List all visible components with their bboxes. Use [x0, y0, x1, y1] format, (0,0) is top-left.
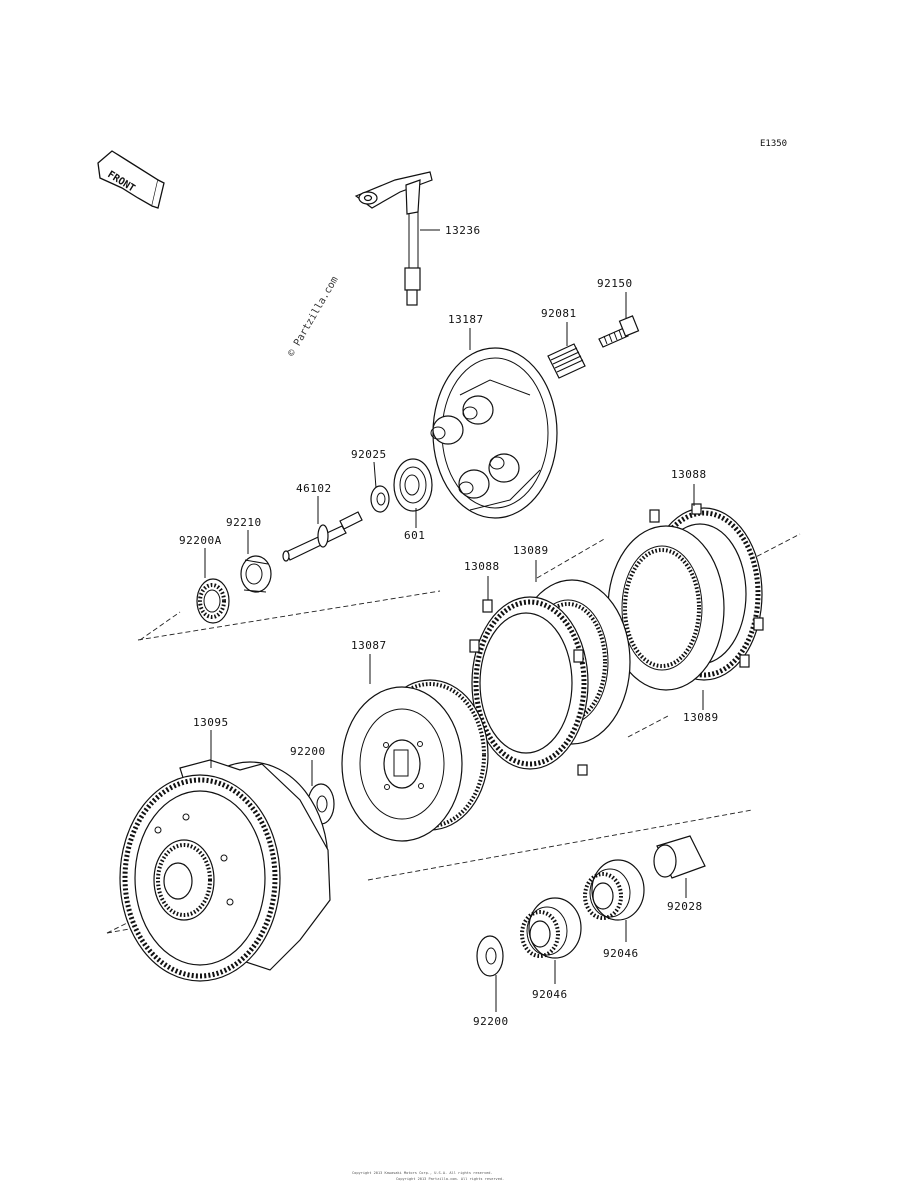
part-label: 92200: [290, 745, 326, 758]
part-label: 13087: [351, 639, 387, 652]
washer-92200-lower: [476, 935, 504, 1012]
part-label: 92200A: [179, 534, 222, 547]
part-label: 13236: [445, 224, 481, 237]
part-label: 92200: [473, 1015, 509, 1028]
part-label: 92046: [603, 947, 639, 960]
part-label: 13089: [683, 711, 719, 724]
part-number-labels: 13236 92150 13187 92081 92025 46102 601 …: [179, 224, 719, 1028]
part-label: 13089: [513, 544, 549, 557]
part-label: 13088: [671, 468, 707, 481]
nut-92210: [240, 530, 272, 593]
spring-92081: [547, 322, 586, 379]
sleeve-92028: [653, 835, 706, 898]
front-arrow-icon: FRONT: [97, 150, 165, 209]
pressure-plate-13187: [430, 328, 558, 519]
part-label: 92081: [541, 307, 577, 320]
washer-92025: [370, 461, 390, 513]
release-shaft-13236: [354, 171, 440, 306]
lock-washer-92200a: [196, 548, 230, 624]
footer-copyright: Copyright 2013 Kawasaki Motors Corp., U.…: [352, 1171, 493, 1175]
part-label: 92046: [532, 988, 568, 1001]
diagram-code: E1350: [760, 139, 787, 149]
part-label: 13088: [464, 560, 500, 573]
part-label: 92210: [226, 516, 262, 529]
part-label: 92025: [351, 448, 387, 461]
needle-bearing-92046-upper: [583, 859, 645, 942]
part-label: 92150: [597, 277, 633, 290]
needle-bearing-92046-lower: [520, 897, 582, 984]
part-label: 13187: [448, 313, 484, 326]
pushrod-46102: [282, 496, 363, 562]
part-label: 601: [404, 529, 425, 542]
footer-copyright-2: Copyright 2013 Partzilla.com. All rights…: [396, 1177, 504, 1181]
bolt-92150: [598, 292, 640, 348]
part-label: 13095: [193, 716, 229, 729]
part-label: 92028: [667, 900, 703, 913]
friction-plate-13088-mid: [469, 576, 589, 776]
clutch-hub-13087: [341, 654, 489, 842]
clutch-housing-13095: [119, 730, 331, 982]
watermark: © Partzilla.com: [286, 275, 341, 359]
part-label: 46102: [296, 482, 332, 495]
bearing-601: [393, 458, 433, 528]
